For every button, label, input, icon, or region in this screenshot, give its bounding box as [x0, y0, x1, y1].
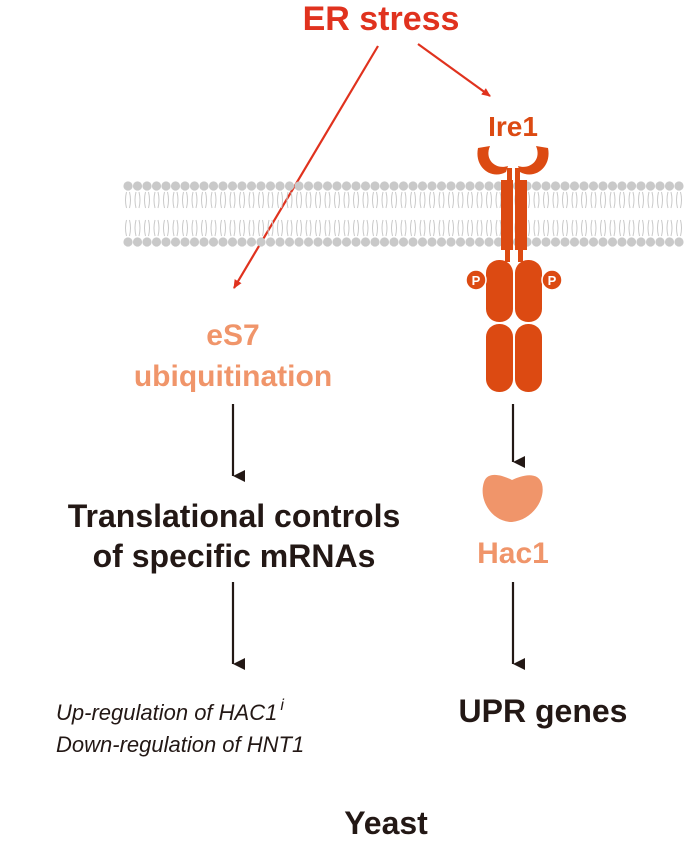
ire1-protein: P P	[465, 146, 563, 392]
downregulation-label: Down-regulation of HNT1	[56, 732, 304, 757]
phosphate-right-label: P	[548, 273, 557, 288]
translational-controls-label: Translational controls	[68, 498, 401, 534]
ire1-rnase-domain-left	[486, 324, 513, 392]
ire1-luminal-domain-right	[518, 146, 549, 175]
hac1-label: Hac1	[477, 537, 549, 570]
ire1-transmembrane-left	[501, 180, 513, 250]
phosphate-left-icon	[465, 269, 487, 291]
phosphate-right-icon	[541, 269, 563, 291]
phosphate-left-label: P	[472, 273, 481, 288]
ire1-kinase-domain-right	[515, 260, 542, 322]
er-membrane	[123, 181, 684, 247]
organism-label: Yeast	[344, 805, 428, 841]
arrow-er-stress-to-es7	[233, 45, 379, 289]
upr-genes-label: UPR genes	[459, 693, 628, 729]
es7-label: eS7	[206, 319, 259, 352]
ire1-label: Ire1	[488, 111, 538, 142]
ire1-rnase-domain-right	[515, 324, 542, 392]
ire1-luminal-domain-left	[477, 146, 508, 175]
upregulation-superscript: i	[280, 697, 284, 714]
arrow-er-stress-to-ire1	[417, 43, 491, 97]
ubiquitination-label: ubiquitination	[134, 360, 332, 393]
hac1-protein-icon	[482, 474, 543, 522]
ire1-kinase-domain-left	[486, 260, 513, 322]
title-er-stress: ER stress	[303, 0, 460, 38]
specific-mrnas-label: of specific mRNAs	[93, 538, 376, 574]
ire1-transmembrane-right	[515, 180, 527, 250]
